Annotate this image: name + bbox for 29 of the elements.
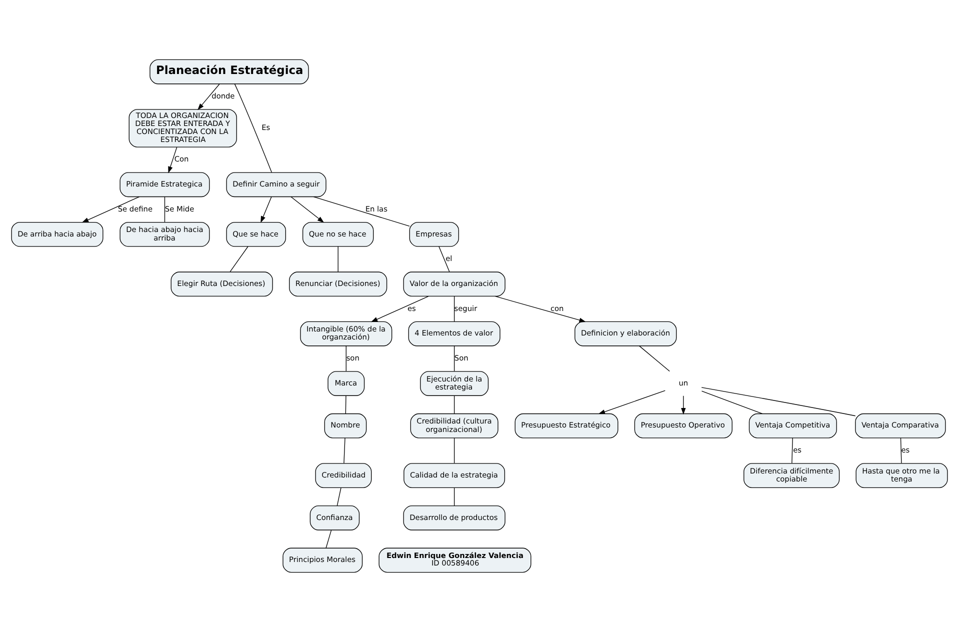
connector: [234, 84, 272, 173]
node-box: Planeación Estratégica: [150, 59, 309, 84]
connector: [336, 488, 342, 506]
connector: [454, 346, 455, 372]
arrow: [198, 84, 220, 110]
arrow: [370, 296, 429, 322]
connector: [454, 296, 455, 322]
connector: [345, 396, 346, 414]
connector: [454, 396, 455, 414]
arrow: [168, 146, 178, 174]
arrow: [82, 196, 140, 223]
connector: [900, 438, 902, 464]
connector: [326, 530, 332, 548]
arrow: [290, 196, 324, 223]
connector: [792, 438, 793, 464]
connector: [454, 438, 455, 464]
arrow: [494, 296, 586, 322]
connector: [438, 246, 450, 272]
connector: [164, 196, 166, 222]
connector: [344, 438, 346, 464]
arrow: [260, 196, 272, 223]
connector: [454, 488, 455, 506]
connector: [701, 390, 763, 414]
arrow: [681, 396, 686, 415]
arrow: [598, 390, 666, 414]
connector: [230, 246, 248, 272]
connector: [313, 196, 410, 226]
connector: [701, 387, 856, 416]
connector: [638, 346, 670, 372]
